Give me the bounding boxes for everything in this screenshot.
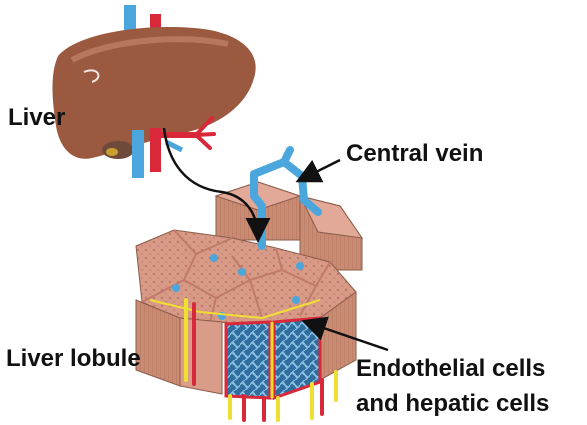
portal-vein [132, 130, 144, 178]
hepatic-artery [150, 128, 161, 172]
endothelial-cells-label: Endothelial cells [356, 355, 545, 384]
sinusoid-face-left [226, 322, 270, 398]
liver-lobule-label: Liver lobule [6, 345, 141, 374]
liver-label: Liver [8, 104, 65, 133]
central-vein-label: Central vein [346, 140, 483, 169]
liver-lobule-block [136, 150, 362, 420]
hepatic-cells-label: and hepatic cells [356, 390, 549, 419]
central-vein-arrow [300, 160, 340, 180]
liver-organ [53, 5, 256, 178]
